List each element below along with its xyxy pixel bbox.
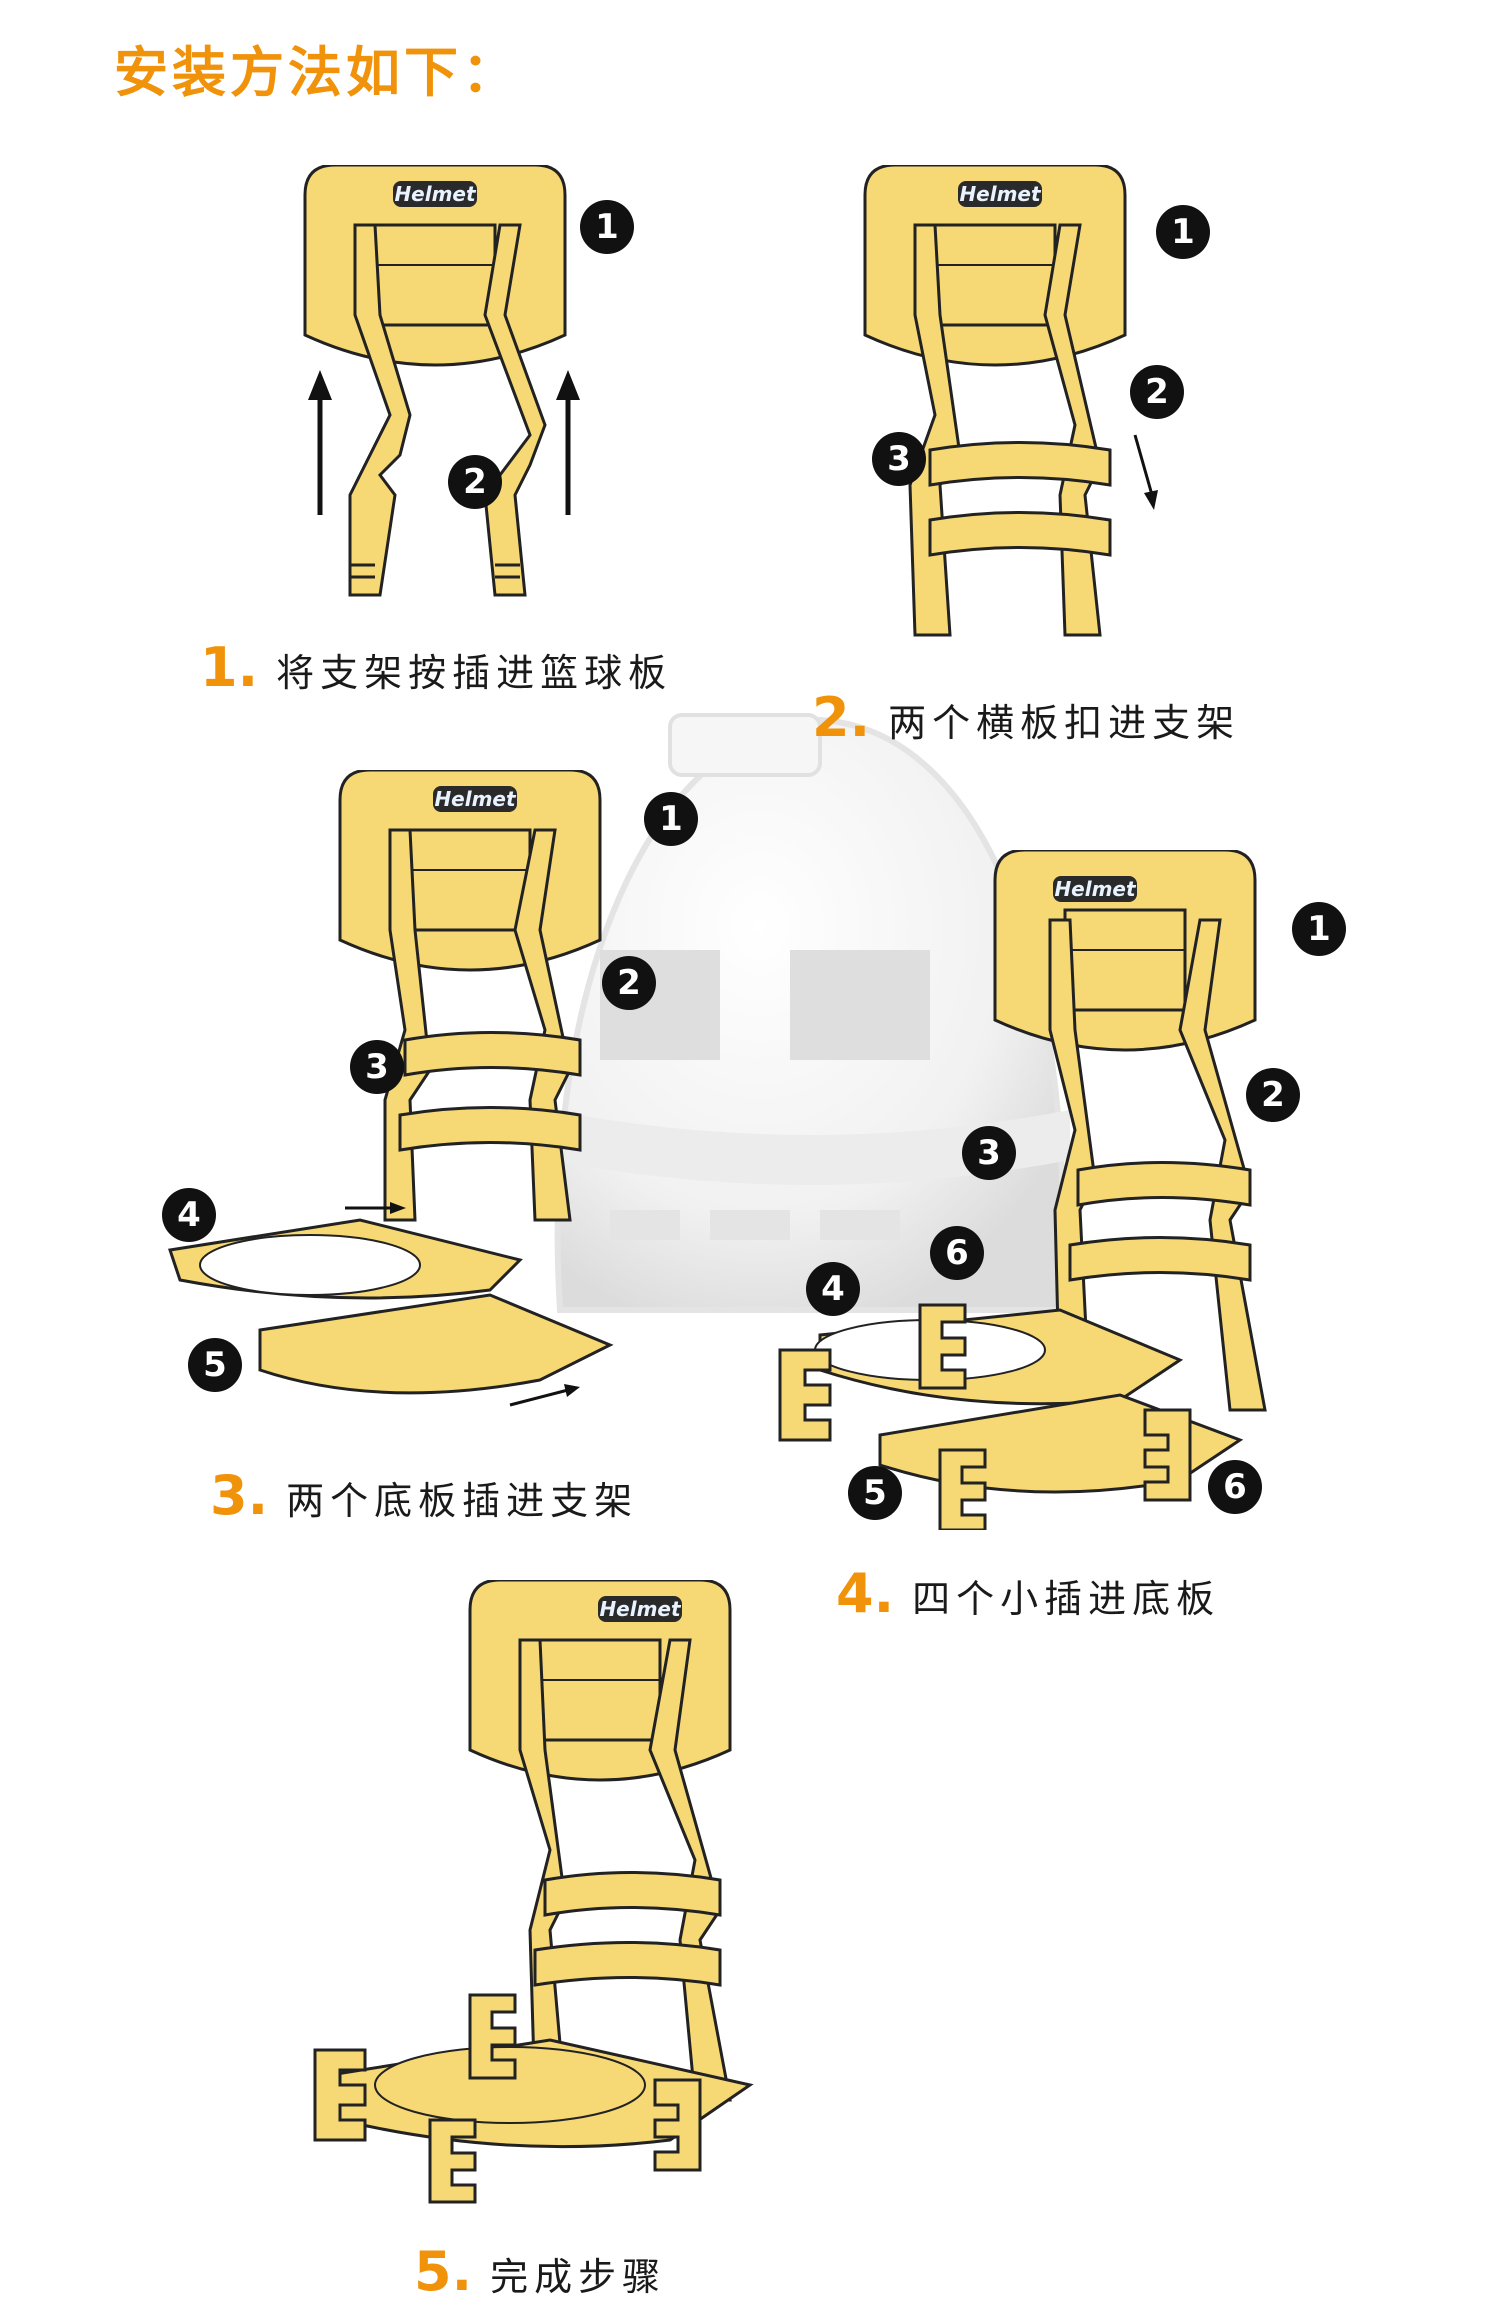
step4-badge-3: 3 [962,1126,1016,1180]
step2-badge-1: 1 [1156,205,1210,259]
step1-figure [303,165,580,597]
step1-text: 将支架按插进篮球板 [276,651,673,695]
step3-text: 两个底板插进支架 [286,1479,639,1523]
step5-text: 完成步骤 [490,2255,667,2299]
step3-figure [168,770,614,1407]
step4-badge-6-top: 6 [930,1226,984,1280]
step2-badge-2: 2 [1130,365,1184,419]
page-title: 安装方法如下： [114,41,520,104]
step4-caption: 4. 四个小插进底板 [836,1562,1220,1625]
step3-caption: 3. 两个底板插进支架 [210,1464,638,1527]
step2-number: 2. [812,686,871,749]
step5-figure [313,1580,754,2204]
step4-badge-6-bottom: 6 [1208,1460,1262,1514]
step3-badge-3: 3 [350,1040,404,1094]
step5-number: 5. [414,2240,473,2303]
step1-number: 1. [200,636,259,699]
step2-figure [863,165,1158,637]
step4-figure [778,850,1267,1530]
step4-text: 四个小插进底板 [912,1577,1221,1621]
step4-badge-4: 4 [806,1262,860,1316]
step2-badge-3: 3 [872,432,926,486]
step2-text: 两个横板扣进支架 [888,701,1241,745]
step1-caption: 1. 将支架按插进篮球板 [200,636,672,699]
step3-number: 3. [210,1464,269,1527]
step3-badge-1: 1 [644,792,698,846]
step5-caption: 5. 完成步骤 [414,2240,666,2303]
step4-badge-2: 2 [1246,1068,1300,1122]
helmet-background-illustration [550,713,1070,1313]
step4-number: 4. [836,1562,895,1625]
step3-badge-4: 4 [162,1188,216,1242]
step1-badge-2: 2 [448,455,502,509]
step2-caption: 2. 两个横板扣进支架 [812,686,1240,749]
step3-badge-5: 5 [188,1338,242,1392]
step1-badge-1: 1 [580,200,634,254]
step3-badge-2: 2 [602,956,656,1010]
step4-badge-1: 1 [1292,902,1346,956]
step4-badge-5: 5 [848,1466,902,1520]
